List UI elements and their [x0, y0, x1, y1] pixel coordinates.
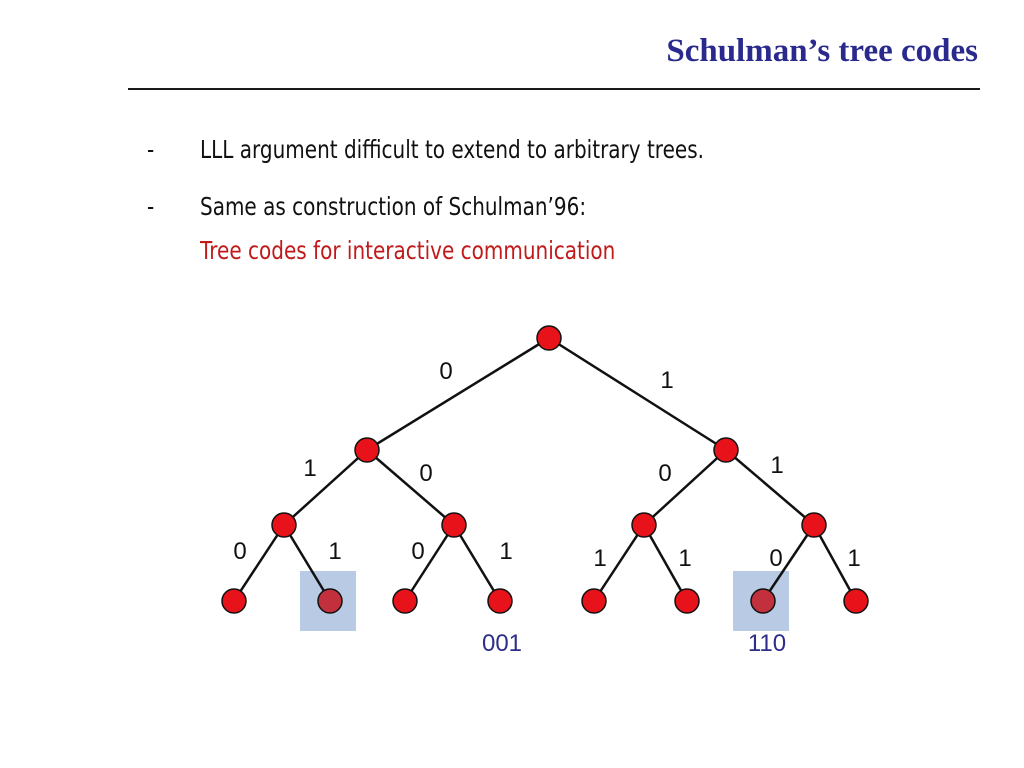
edge-label-level1-1: 0	[419, 460, 432, 487]
tree-node-level2-3	[801, 512, 827, 538]
bullet-marker-1: -	[147, 135, 155, 164]
edge-root-1	[548, 336, 727, 452]
path-label-110: 110	[748, 630, 786, 657]
edge-level2-3	[452, 524, 502, 602]
edge-label-level2-2: 0	[411, 538, 424, 565]
tree-node-level2-2	[631, 512, 657, 538]
edge-label-level1-3: 1	[770, 452, 783, 479]
edge-label-level2-4: 1	[593, 545, 606, 572]
edge-label-root-1: 1	[660, 367, 673, 394]
path-label-001: 001	[482, 630, 522, 657]
tree-node-root	[536, 325, 562, 351]
tree-node-level2-1	[441, 512, 467, 538]
edge-level1-1	[366, 449, 455, 526]
edge-level2-5	[642, 524, 689, 602]
edge-level2-2	[403, 524, 456, 602]
edge-label-level2-0: 0	[233, 538, 246, 565]
tree-leaf-101	[674, 588, 700, 614]
bullet-text-1: LLL argument difficult to extend to arbi…	[200, 135, 704, 164]
edge-level2-6	[761, 524, 816, 602]
tree-leaf-000	[221, 588, 247, 614]
bullet-marker-2: -	[147, 192, 155, 221]
edge-label-level2-5: 1	[678, 545, 691, 572]
edge-level1-3	[725, 449, 815, 526]
edge-level2-1	[282, 524, 332, 602]
edge-level2-0	[232, 524, 286, 602]
edge-label-level1-2: 0	[658, 460, 671, 487]
edge-label-level2-6: 0	[769, 545, 782, 572]
edge-level2-4	[592, 524, 646, 602]
bullet-text-2: Same as construction of Schulman’96:	[200, 192, 587, 221]
edge-label-level2-3: 1	[499, 538, 512, 565]
title-divider	[128, 88, 980, 90]
edge-level2-7	[812, 524, 858, 602]
edge-label-level1-0: 1	[303, 455, 316, 482]
tree-node-level2-0	[271, 512, 297, 538]
tree-leaf-011	[487, 588, 513, 614]
edge-label-level2-1: 1	[328, 538, 341, 565]
tree-leaf-111	[843, 588, 869, 614]
tree-node-level1-1	[713, 437, 739, 463]
tree-leaf-001	[317, 588, 343, 614]
edge-label-level2-7: 1	[847, 545, 860, 572]
tree-leaf-010	[392, 588, 418, 614]
edge-label-root-0: 0	[439, 358, 452, 385]
tree-node-level1-0	[354, 437, 380, 463]
reference-title: Tree codes for interactive communication	[200, 236, 616, 265]
tree-leaf-110	[750, 588, 776, 614]
slide-title: Schulman’s tree codes	[666, 33, 978, 69]
edge-root-0	[366, 336, 550, 452]
edge-level1-0	[283, 449, 368, 526]
edge-level1-2	[643, 449, 727, 526]
tree-leaf-100	[581, 588, 607, 614]
